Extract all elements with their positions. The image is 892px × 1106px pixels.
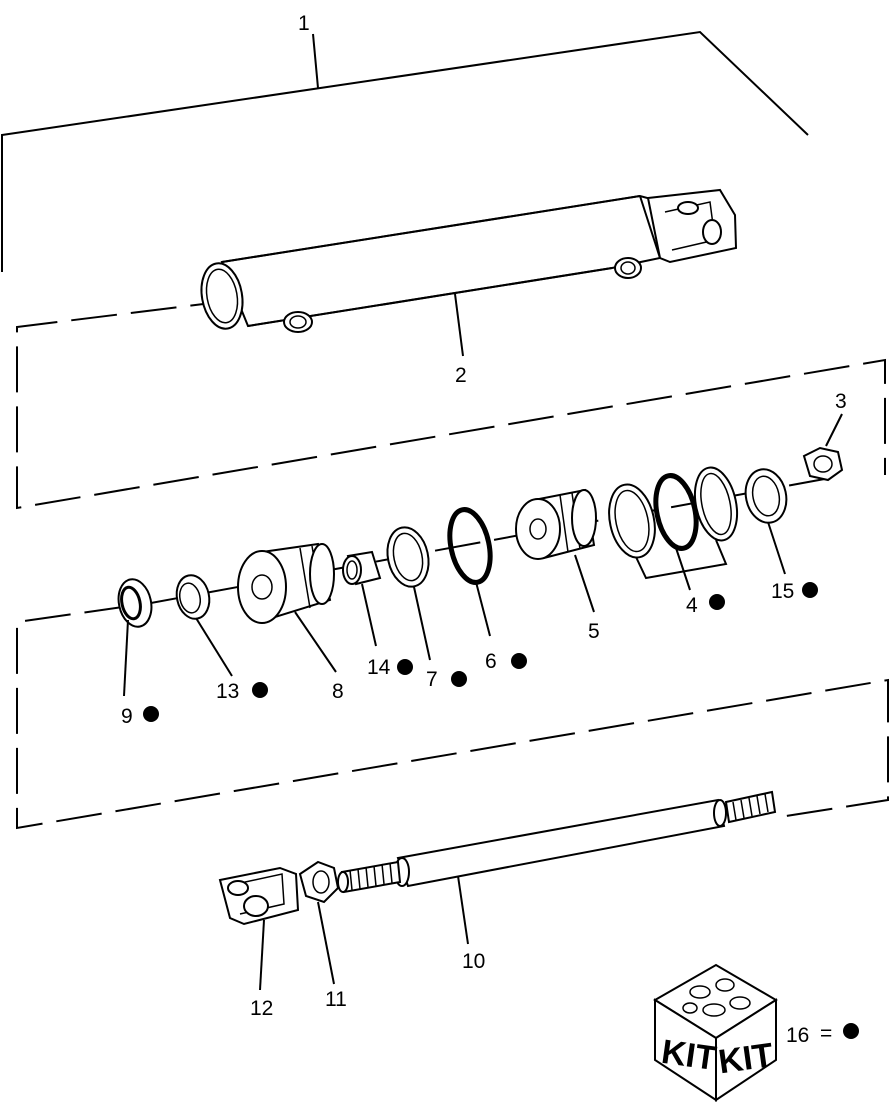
kit-dot-icon <box>802 582 818 598</box>
callout-4: 4 <box>686 594 698 617</box>
callout-7: 7 <box>426 668 438 691</box>
group-outline-seals <box>16 470 889 830</box>
callout-2: 2 <box>455 364 467 387</box>
legend-equals: = <box>820 1022 832 1045</box>
ring-15 <box>744 468 788 575</box>
cylinder-barrel <box>200 188 738 357</box>
kit-dot-markers <box>143 582 859 1039</box>
wiper-seal-9 <box>117 578 153 697</box>
assembly-bracket-1 <box>1 30 809 272</box>
callout-13: 13 <box>216 680 239 703</box>
callout-labels: 1 2 3 4 5 6 7 8 9 10 11 12 13 14 15 16 = <box>121 12 847 1047</box>
callout-14: 14 <box>367 656 391 679</box>
kit-dot-icon <box>451 671 467 687</box>
seal-set-4 <box>608 466 739 591</box>
callout-15: 15 <box>771 580 794 603</box>
piston-nut <box>802 413 844 482</box>
callout-10: 10 <box>462 950 485 973</box>
kit-dot-icon <box>252 682 268 698</box>
kit-dot-icon <box>511 653 527 669</box>
callout-12: 12 <box>250 997 273 1020</box>
callout-3: 3 <box>835 390 847 413</box>
callout-6: 6 <box>485 650 497 673</box>
kit-box-icon: KIT KIT <box>653 963 778 1102</box>
ring-13 <box>175 574 233 677</box>
kit-label-left: KIT <box>659 1033 719 1078</box>
piston-rod-10 <box>337 790 777 945</box>
kit-dot-icon <box>843 1023 859 1039</box>
callout-16: 16 <box>786 1024 809 1047</box>
callout-1: 1 <box>298 12 310 35</box>
kit-dot-icon <box>397 659 413 675</box>
callout-9: 9 <box>121 705 133 728</box>
callout-5: 5 <box>588 620 600 643</box>
bushing-14 <box>342 550 382 647</box>
rod-clevis-12 <box>218 866 300 991</box>
o-ring-6 <box>447 507 493 637</box>
kit-dot-icon <box>709 594 725 610</box>
callout-11: 11 <box>325 988 347 1011</box>
group-outline-barrel <box>16 299 886 510</box>
piston-5 <box>515 488 597 613</box>
backup-ring-7 <box>386 526 431 661</box>
jam-nut-11 <box>298 860 340 985</box>
kit-dot-icon <box>143 706 159 722</box>
callout-8: 8 <box>332 680 344 703</box>
kit-label-right: KIT <box>716 1036 776 1081</box>
gland-8 <box>237 542 337 673</box>
